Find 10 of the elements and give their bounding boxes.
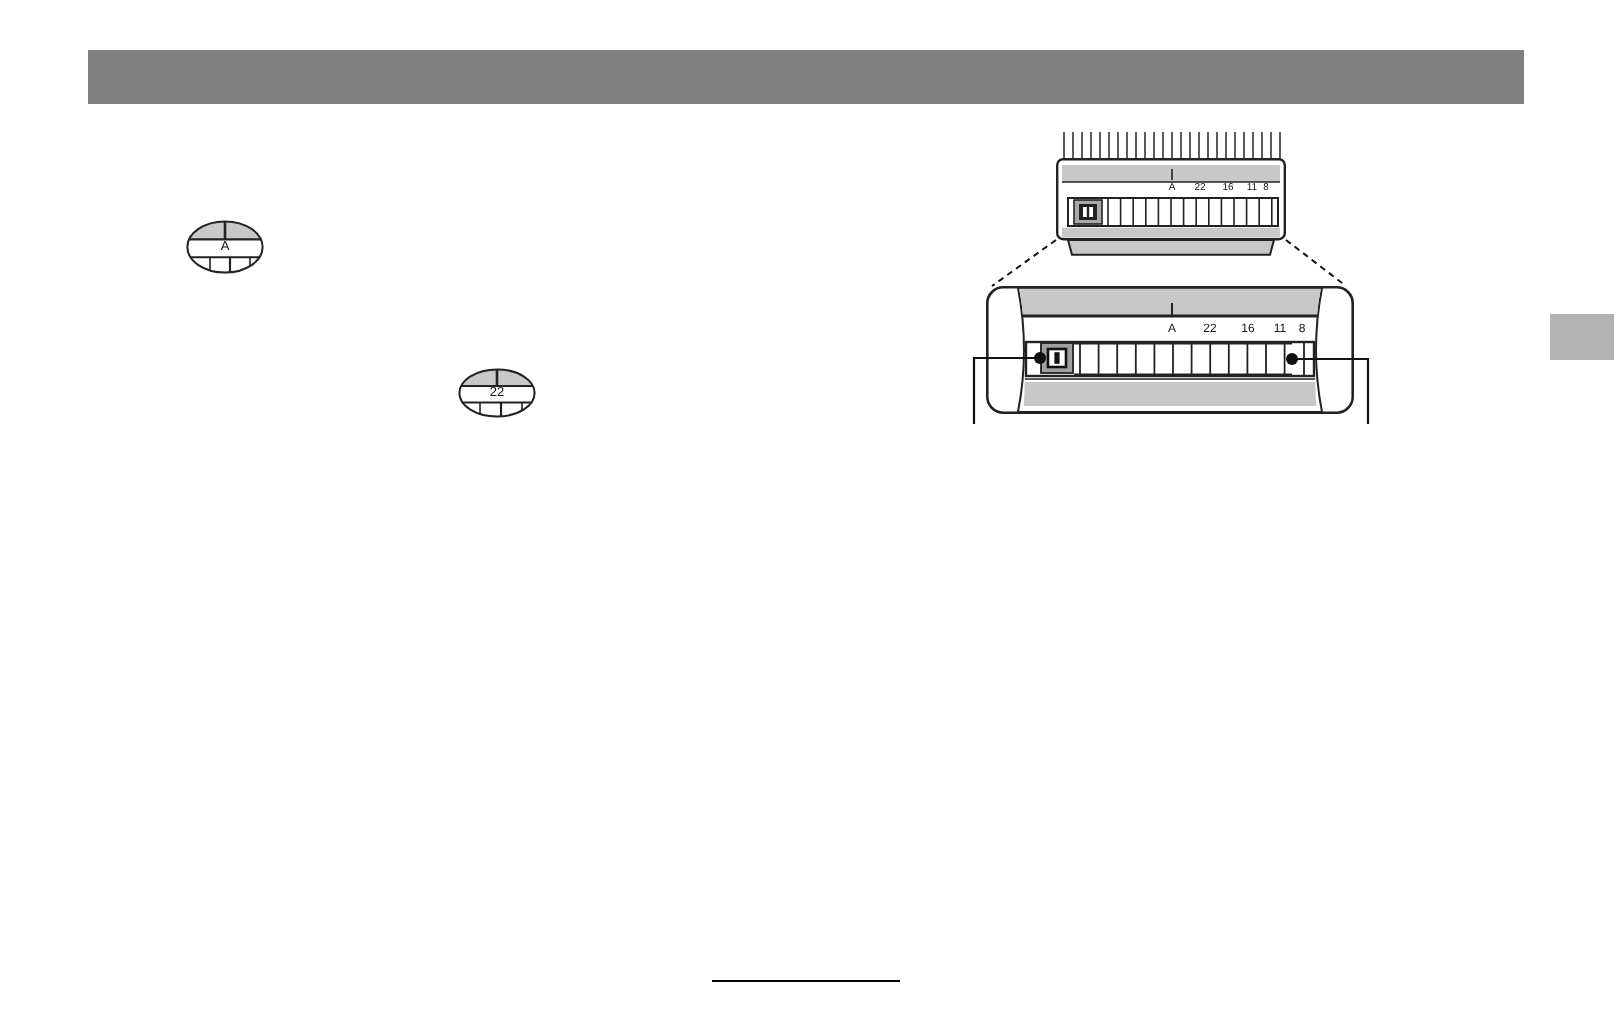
aperture-scale-ellipse [458,368,536,418]
lock-switch [1040,342,1074,374]
aperture-scale-ellipse [186,220,264,274]
leader-line [972,352,1046,424]
leader-line [1286,353,1370,424]
magnified-lens-view [986,286,1354,414]
dashed-guide-line [991,239,1057,287]
aperture-ring-scale [1074,342,1292,376]
dashed-guide-line [1285,239,1347,287]
lens-barrel-drawing [1056,130,1286,256]
